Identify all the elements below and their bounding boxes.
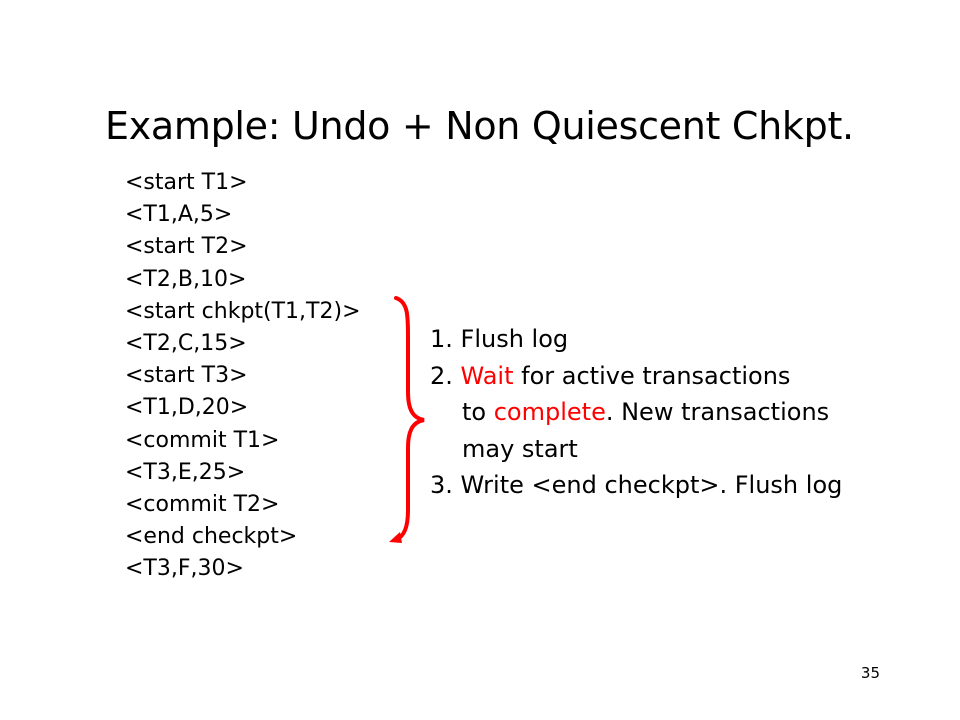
step-wait-continuation-2: may start xyxy=(462,434,578,463)
step-flush-log: 1. Flush log xyxy=(430,325,569,353)
log-entry: <start T1> xyxy=(125,170,248,195)
log-entry: <end checkpt> xyxy=(125,524,298,550)
highlight-complete: complete xyxy=(493,398,606,426)
log-entry: <start chkpt(T1,T2)> xyxy=(125,298,361,324)
step-wait-rest: for active transactions xyxy=(513,361,791,390)
log-entry: <T3,F,30> xyxy=(125,556,244,582)
log-entry-list: <start T1> <T1,A,5> <start T2> <T2,B,10>… xyxy=(125,167,361,585)
highlight-wait: Wait xyxy=(460,361,514,390)
step-wait-prefix: 2. xyxy=(430,361,461,390)
slide-title: Example: Undo + Non Quiescent Chkpt. xyxy=(105,104,854,148)
step-wait-continuation: to complete. New transactions xyxy=(430,394,842,431)
log-entry: <T1,D,20> xyxy=(125,395,249,421)
log-entry: <T2,B,10> xyxy=(125,266,247,292)
step-wait: 2. Wait for active transactions xyxy=(430,358,842,395)
log-entry: <T1,A,5> xyxy=(125,202,233,228)
log-entry: <commit T2> xyxy=(125,491,280,517)
curly-brace-arrow-icon xyxy=(389,296,425,543)
log-entry: <start T2> xyxy=(125,234,248,260)
page-number: 35 xyxy=(860,664,880,682)
step-write-end-checkpoint: 3. Write <end checkpt>. Flush log xyxy=(430,471,843,499)
log-entry: <commit T1> xyxy=(125,427,280,453)
step-complete-rest: . New transactions xyxy=(605,398,830,426)
log-entry: <start T3> xyxy=(125,363,248,389)
step-complete-prefix: to xyxy=(462,398,494,426)
checkpoint-steps: 1. Flush log 2. Wait for active transact… xyxy=(430,321,842,504)
log-entry: <T3,E,25> xyxy=(125,459,246,485)
log-entry: <T2,C,15> xyxy=(125,330,247,356)
